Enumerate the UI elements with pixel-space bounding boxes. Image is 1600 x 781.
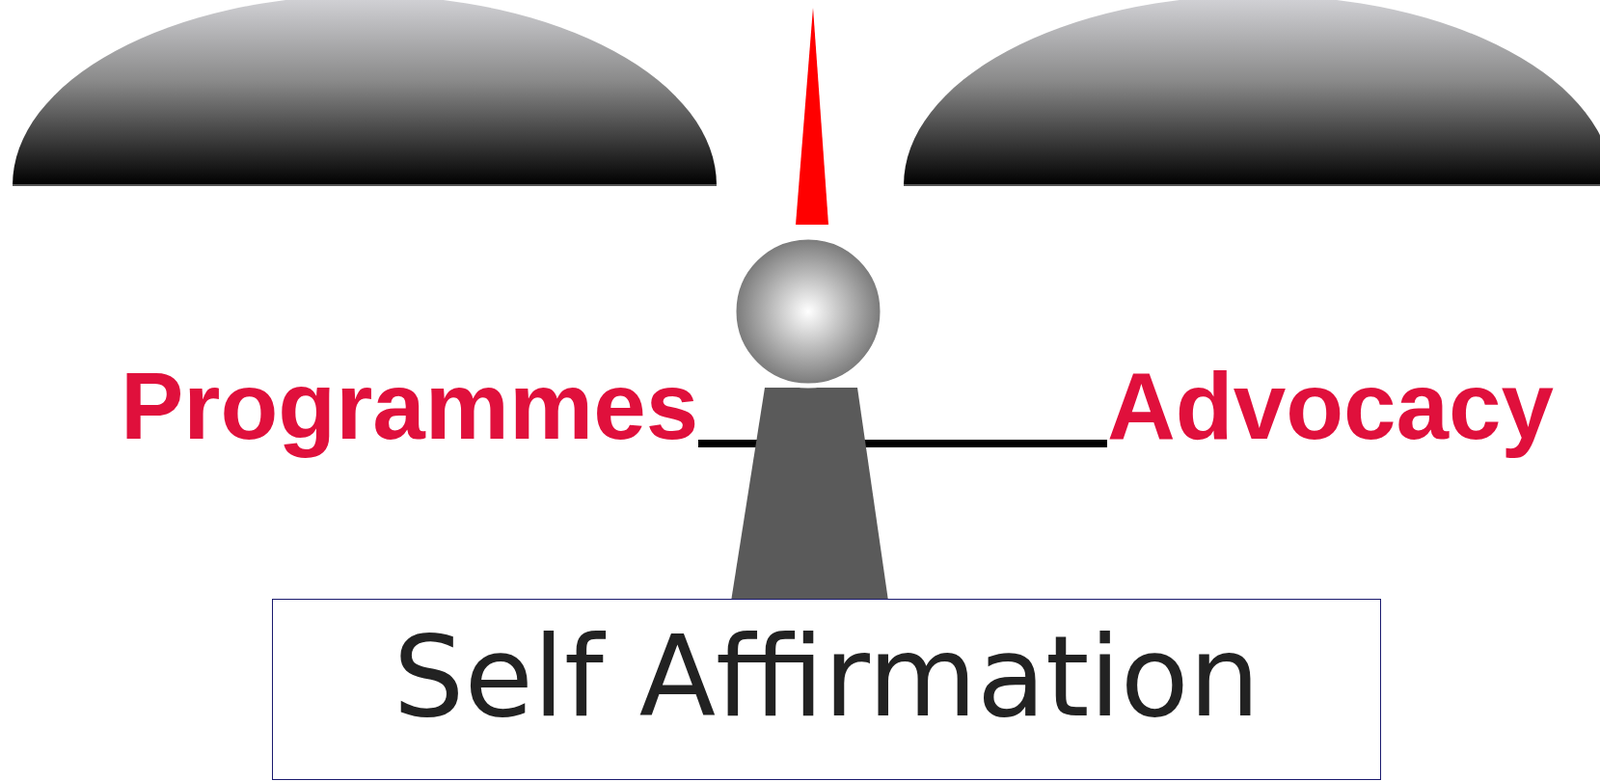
affirmation-box: Self Affirmation (271, 598, 1382, 781)
pan-label: Advocacy (1107, 358, 1554, 454)
pivot-ball (733, 237, 883, 386)
stand (730, 387, 890, 608)
pan-label: Programmes (120, 358, 699, 454)
right-pan (903, 0, 1600, 186)
needle (795, 7, 829, 225)
pan-rim (903, 184, 1600, 187)
left-pan (12, 0, 717, 186)
pan-rim (12, 184, 717, 187)
node-text: Self Affirmation (393, 609, 1260, 744)
